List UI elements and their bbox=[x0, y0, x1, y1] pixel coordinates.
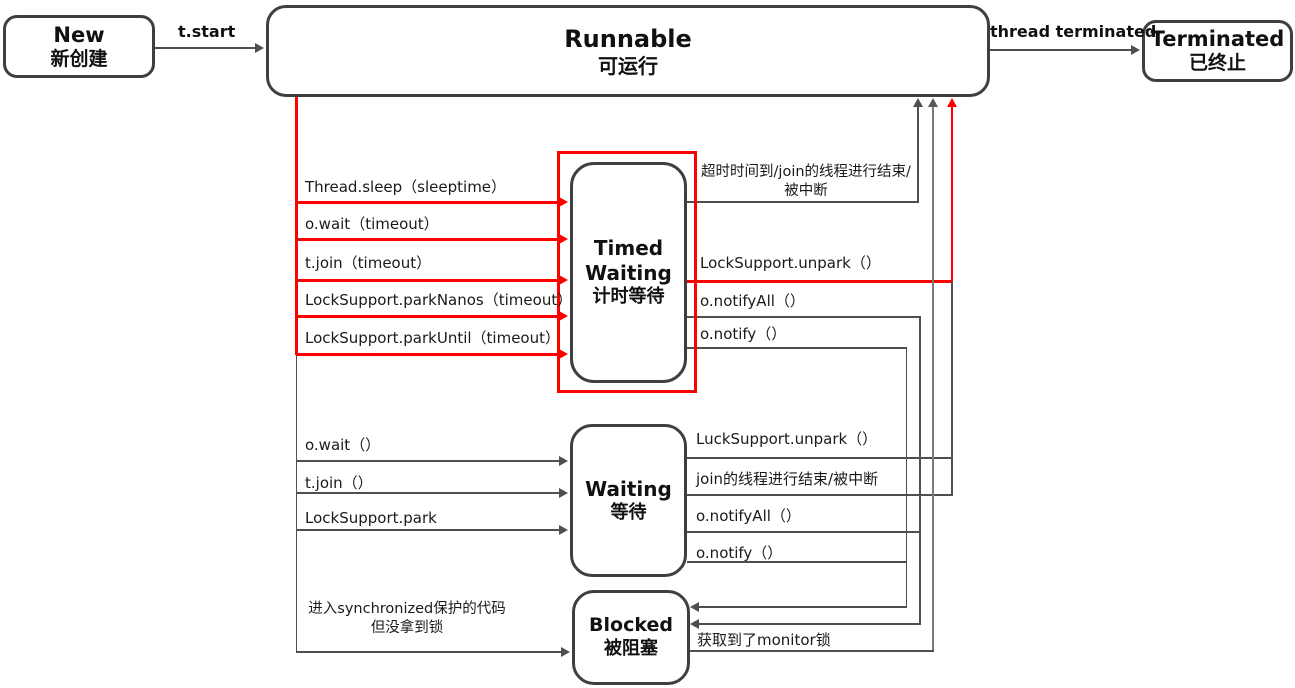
state-blocked-label-zh: 被阻塞 bbox=[604, 638, 658, 660]
edge-label-tjoin: t.join（） bbox=[305, 474, 373, 492]
state-runnable: Runnable 可运行 bbox=[266, 5, 990, 97]
state-timed-waiting-label-en1: Timed bbox=[593, 236, 664, 261]
edge-line-tw-notifyall-h bbox=[687, 316, 921, 318]
edge-label-t-start: t.start bbox=[178, 22, 236, 41]
arrowhead-tjoin-timeout bbox=[559, 275, 568, 285]
edge-line-notify-into-blocked bbox=[699, 606, 907, 608]
state-blocked-label-en: Blocked bbox=[589, 614, 673, 637]
arrowhead-new-runnable bbox=[255, 43, 264, 53]
edge-label-w-notify: o.notify（） bbox=[696, 544, 783, 562]
edge-label-tjoin-timeout: t.join（timeout） bbox=[305, 254, 432, 272]
arrowhead-monitor-up bbox=[928, 98, 938, 107]
edge-line-w-joinend-h bbox=[687, 494, 953, 496]
edge-line-parkuntil bbox=[296, 353, 559, 356]
edge-line-synchronized bbox=[296, 651, 561, 653]
edge-line-owait-timeout bbox=[296, 238, 559, 241]
edge-label-tw-unpark: LockSupport.unpark（） bbox=[700, 254, 881, 272]
edge-line-tw-unpark-h bbox=[687, 280, 953, 283]
edge-line-tjoin-timeout bbox=[296, 279, 559, 282]
edge-label-timeout-line1: 超时时间到/join的线程进行结束/ bbox=[701, 164, 911, 180]
state-waiting-label-en: Waiting bbox=[585, 476, 672, 501]
arrowhead-notify-into-blocked bbox=[690, 602, 699, 612]
edge-line-owait bbox=[296, 460, 559, 462]
edge-line-monitor-lock-h bbox=[690, 650, 934, 652]
edge-label-parkuntil: LockSupport.parkUntil（timeout） bbox=[305, 329, 560, 347]
timed-waiting-highlight-rect bbox=[557, 151, 697, 393]
arrowhead-timeout-up bbox=[913, 98, 923, 107]
edge-label-monitor-lock: 获取到了monitor锁 bbox=[697, 631, 831, 649]
edge-label-timeout-line2: 被中断 bbox=[784, 182, 828, 199]
state-new: New 新创建 bbox=[3, 15, 155, 78]
route-vertical-906-notify bbox=[905, 348, 907, 608]
state-timed-waiting: Timed Waiting 计时等待 bbox=[570, 162, 687, 383]
edge-line-tw-unpark-v bbox=[950, 106, 953, 282]
state-waiting: Waiting 等待 bbox=[570, 424, 687, 577]
edge-label-timeout: 超时时间到/join的线程进行结束/ 被中断 bbox=[692, 163, 920, 201]
state-terminated-label-en: Terminated bbox=[1150, 27, 1285, 51]
state-runnable-label-en: Runnable bbox=[564, 24, 692, 53]
arrowhead-owait-timeout bbox=[559, 234, 568, 244]
edge-label-w-joinend: join的线程进行结束/被中断 bbox=[696, 470, 879, 488]
edge-label-synchronized: 进入synchronized保护的代码 但没拿到锁 bbox=[298, 600, 516, 638]
edge-label-owait: o.wait（） bbox=[305, 436, 381, 454]
edge-label-tw-notifyall: o.notifyAll（） bbox=[700, 292, 805, 310]
trunk-gray-vertical bbox=[295, 355, 297, 653]
edge-line-new-runnable bbox=[153, 47, 255, 49]
arrowhead-parkuntil bbox=[559, 349, 568, 359]
edge-label-parknanos: LockSupport.parkNanos（timeout） bbox=[305, 291, 573, 309]
trunk-red-vertical bbox=[295, 97, 298, 355]
edge-line-w-unpark-h bbox=[687, 457, 953, 459]
state-new-label-en: New bbox=[53, 22, 105, 47]
arrowhead-owait bbox=[559, 456, 568, 466]
route-vertical-920-notifyall bbox=[919, 317, 921, 625]
state-terminated: Terminated 已终止 bbox=[1142, 20, 1293, 82]
edge-label-w-notifyall: o.notifyAll（） bbox=[696, 507, 801, 525]
edge-label-tw-notify: o.notify（） bbox=[700, 325, 787, 343]
arrowhead-notifyall-into-blocked bbox=[690, 619, 699, 629]
arrowhead-synchronized bbox=[561, 647, 570, 657]
edge-line-lockpark bbox=[296, 529, 559, 531]
state-runnable-label-zh: 可运行 bbox=[598, 53, 658, 78]
edge-line-timeout-h bbox=[687, 201, 918, 203]
state-new-label-zh: 新创建 bbox=[50, 47, 108, 70]
state-waiting-label-zh: 等待 bbox=[610, 501, 647, 523]
arrowhead-lockpark bbox=[559, 525, 568, 535]
edge-label-synchronized-line2: 但没拿到锁 bbox=[370, 619, 444, 636]
edge-label-lockpark: LockSupport.park bbox=[305, 509, 437, 527]
arrowhead-sleep bbox=[559, 197, 568, 207]
edge-line-tw-notify-h bbox=[687, 347, 907, 349]
edge-line-sleep bbox=[296, 201, 559, 204]
edge-label-thread-sleep: Thread.sleep（sleeptime） bbox=[305, 178, 507, 196]
edge-line-w-notifyall-h bbox=[687, 531, 921, 533]
edge-label-owait-timeout: o.wait（timeout） bbox=[305, 215, 439, 233]
arrowhead-parknanos bbox=[559, 311, 568, 321]
arrowhead-tjoin bbox=[559, 488, 568, 498]
edge-line-notifyall-into-blocked bbox=[699, 623, 921, 625]
state-terminated-label-zh: 已终止 bbox=[1188, 52, 1246, 75]
edge-label-thread-terminated: thread terminated bbox=[990, 22, 1157, 41]
edge-line-parknanos bbox=[296, 315, 559, 318]
state-timed-waiting-label-zh: 计时等待 bbox=[592, 286, 665, 308]
arrowhead-tw-unpark-up bbox=[947, 98, 957, 107]
edge-line-timeout-v bbox=[917, 106, 919, 203]
edge-label-synchronized-line1: 进入synchronized保护的代码 bbox=[308, 601, 506, 617]
edge-label-w-unpark: LuckSupport.unpark（） bbox=[696, 430, 878, 448]
edge-line-w-notify-h bbox=[687, 561, 907, 563]
route-vertical-952-dark bbox=[951, 281, 953, 496]
route-vertical-933-monitor bbox=[932, 106, 934, 652]
state-timed-waiting-label-en2: Waiting bbox=[585, 261, 672, 286]
arrowhead-runnable-terminated bbox=[1131, 45, 1140, 55]
edge-line-tjoin bbox=[296, 492, 559, 494]
edge-line-runnable-terminated bbox=[989, 49, 1131, 51]
state-blocked: Blocked 被阻塞 bbox=[572, 590, 690, 685]
